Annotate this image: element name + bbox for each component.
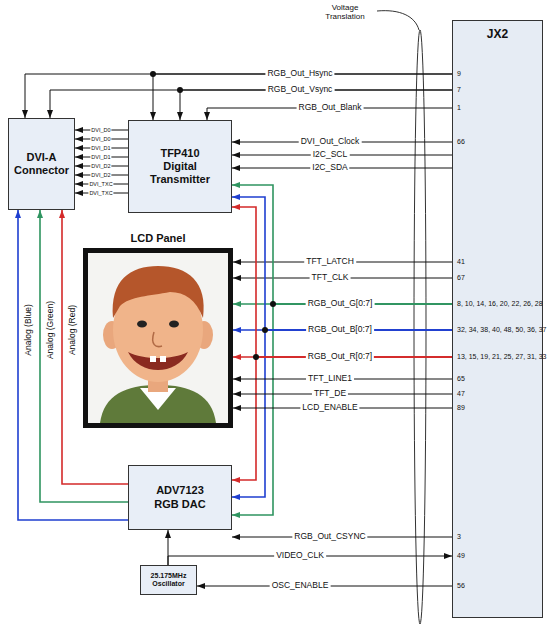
signal-label: RGB_Out_Vsync	[266, 85, 335, 94]
pin-number: 13, 15, 19, 21, 25, 27, 31, 33	[457, 353, 547, 361]
junction-dot	[270, 301, 276, 307]
mouth	[128, 352, 188, 370]
box-label: TFP410	[160, 147, 199, 160]
signal-label: I2C_SCL	[311, 150, 350, 159]
box-label: 25.175MHz Oscillator	[144, 572, 193, 589]
signal-label: TFT_DE	[312, 389, 348, 398]
junction-dot	[150, 71, 156, 77]
junction-dot	[262, 327, 268, 333]
signal-label: DVI_D1	[90, 154, 111, 160]
signal-label: I2C_SDA	[310, 163, 349, 172]
junction-dot	[177, 87, 183, 93]
signal-wire	[25, 74, 452, 118]
signal-label: DVI_D0	[90, 136, 111, 142]
signal-wire	[232, 357, 452, 480]
signal-label: TFT_CLK	[310, 273, 351, 282]
nose	[153, 332, 162, 347]
signal-wire	[153, 74, 452, 120]
oscillator-box: 25.175MHz Oscillator	[140, 565, 197, 595]
eye	[169, 321, 179, 328]
pin-number: 56	[457, 582, 465, 590]
signal-label: DVI_D2	[90, 163, 111, 169]
hair	[113, 266, 204, 318]
callout-note: Voltage Translation	[317, 4, 373, 22]
signal-label: RGB_Out_Blank	[297, 103, 364, 112]
chip-box: TFP410Digital Transmitter	[128, 120, 232, 213]
eye	[137, 321, 147, 328]
connector-block: JX2	[452, 20, 543, 618]
tooth	[150, 356, 156, 362]
signal-wire	[232, 207, 452, 357]
panel-heading: LCD Panel	[130, 232, 185, 245]
signal-label: DVI_Out_Clock	[299, 137, 362, 146]
screen-ground	[88, 253, 228, 423]
signal-label: Analog (Green)	[46, 299, 55, 361]
signal-wire	[232, 330, 452, 497]
signal-label: RGB_Out_G[0:7]	[306, 299, 375, 308]
signal-label: TFT_LATCH	[304, 257, 356, 266]
pin-number: 47	[457, 390, 465, 398]
lcd-illustration	[88, 253, 228, 423]
pin-number: 41	[457, 258, 465, 266]
display-panel: LCD Panel	[83, 248, 233, 428]
signal-wire	[18, 210, 128, 520]
pin-number: 66	[457, 138, 465, 146]
signal-label: LCD_ENABLE	[300, 403, 359, 412]
signal-label: OSC_ENABLE	[270, 581, 331, 590]
signal-label: DVI_D0	[90, 127, 111, 133]
signal-label: DVI_TXC	[88, 190, 113, 196]
signal-label: RGB_Out_R[0:7]	[306, 352, 374, 361]
pin-number: 1	[457, 104, 461, 112]
pin-number: 32, 34, 38, 40, 48, 50, 36, 37	[457, 326, 547, 334]
box-label: RGB DAC	[154, 498, 205, 511]
signal-label: DVI_D2	[90, 172, 111, 178]
pin-number: 67	[457, 274, 465, 282]
pin-number: 8, 10, 14, 16, 20, 22, 26, 28	[457, 300, 543, 308]
pin-number: 49	[457, 552, 465, 560]
tooth	[160, 356, 166, 362]
signal-label: RGB_Out_Hsync	[265, 69, 334, 78]
pin-number: 89	[457, 404, 465, 412]
box-label: JX2	[487, 27, 508, 41]
voltage-translation-loop	[414, 30, 426, 624]
connector-box: DVI-A Connector	[8, 118, 75, 210]
signal-label: Analog (Red)	[68, 303, 77, 357]
signal-label: TFT_LINE1	[306, 374, 354, 383]
junction-dot	[253, 354, 259, 360]
signal-wire	[232, 197, 452, 330]
pin-number: 3	[457, 533, 461, 541]
leader-line	[377, 11, 419, 30]
box-label: ADV7123	[156, 484, 204, 497]
pin-number: 65	[457, 375, 465, 383]
signal-label: VIDEO_CLK	[274, 551, 326, 560]
signal-label: DVI_D1	[90, 145, 111, 151]
signal-label: RGB_Out_B[0:7]	[306, 325, 374, 334]
pin-number: 9	[457, 70, 461, 78]
pin-number: 7	[457, 86, 461, 94]
signal-label: RGB_Out_CSYNC	[292, 532, 367, 541]
chip-box: ADV7123RGB DAC	[128, 465, 232, 530]
signal-wire	[232, 304, 452, 515]
signal-label: Analog (Blue)	[24, 302, 33, 358]
box-label: DVI-A Connector	[12, 151, 71, 177]
box-label: Digital Transmitter	[132, 160, 228, 186]
signal-wire	[50, 90, 452, 118]
signal-label: DVI_TXC	[88, 181, 113, 187]
